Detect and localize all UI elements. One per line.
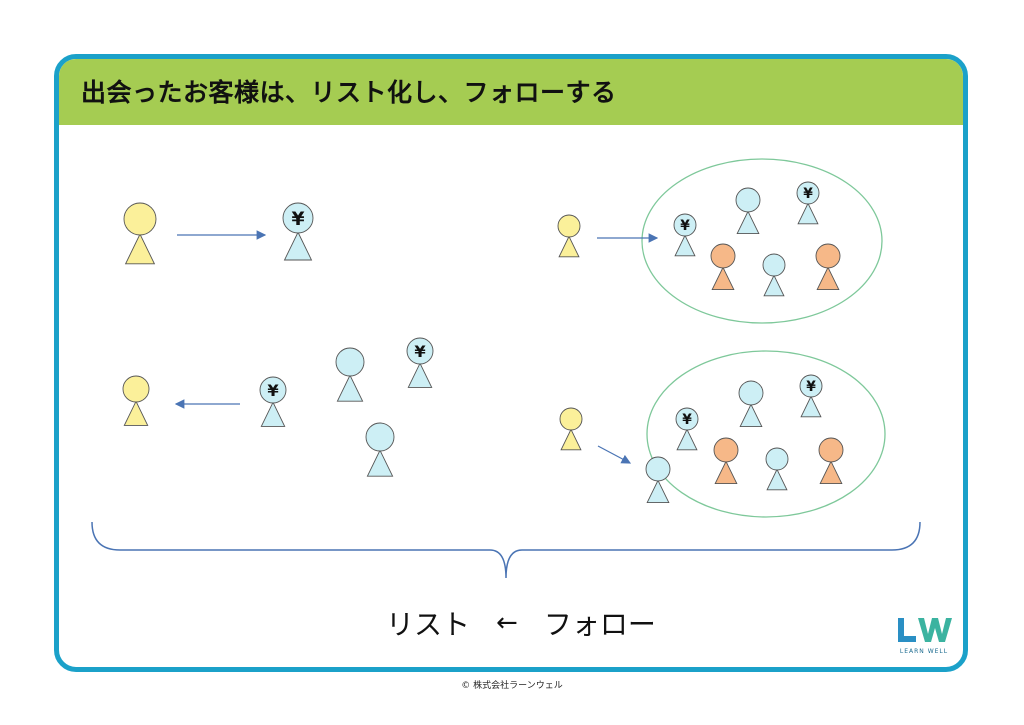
person-body-icon: [819, 460, 843, 485]
person-body-icon: [739, 403, 763, 428]
bracket-brace: [91, 521, 921, 579]
person-body-icon: [123, 400, 149, 426]
person-body-icon: [283, 231, 313, 261]
person-body-icon: [711, 266, 735, 291]
yen-icon: ¥: [806, 379, 816, 395]
customer-figure: [335, 347, 365, 402]
person-head-icon: [796, 181, 820, 205]
customer-figure: [365, 422, 395, 477]
person-head-icon: [282, 202, 314, 234]
paying-customer-figure: ¥: [673, 213, 697, 257]
customer-figure: [738, 380, 764, 428]
person-head-icon: [406, 337, 434, 365]
copyright: © 株式会社ラーンウェル: [461, 681, 563, 691]
followed-customer-figure: [815, 243, 841, 291]
paying-customer-figure: ¥: [799, 374, 823, 418]
person-body-icon: [560, 428, 582, 451]
person-head-icon: [365, 422, 395, 452]
customer-figure: [645, 456, 671, 504]
person-body-icon: [336, 374, 364, 402]
salesperson-figure: [122, 375, 150, 426]
learn-well-logo: LEARN WELL: [894, 614, 954, 656]
person-head-icon: [713, 437, 739, 463]
person-head-icon: [710, 243, 736, 269]
yen-icon: ¥: [291, 209, 304, 230]
person-body-icon: [124, 233, 156, 265]
person-body-icon: [558, 235, 580, 258]
salesperson-figure: [559, 407, 583, 451]
person-body-icon: [766, 468, 788, 491]
person-body-icon: [676, 428, 698, 451]
logo-mark-icon: [898, 618, 952, 642]
customer-figure: [765, 447, 789, 491]
person-body-icon: [407, 362, 433, 388]
left-arrow-icon: ←: [496, 608, 518, 638]
salesperson-figure: [557, 214, 581, 258]
paying-customer-figure: ¥: [259, 376, 287, 427]
person-head-icon: [818, 437, 844, 463]
person-body-icon: [260, 401, 286, 427]
person-head-icon: [738, 380, 764, 406]
person-head-icon: [259, 376, 287, 404]
customer-figure: [735, 187, 761, 235]
person-body-icon: [674, 234, 696, 257]
slide-frame: 出会ったお客様は、リスト化し、フォローする: [54, 54, 968, 672]
salesperson-figure: [123, 202, 157, 265]
yen-icon: ¥: [682, 412, 692, 428]
customer-figure: [762, 253, 786, 297]
followed-customer-figure: [713, 437, 739, 485]
person-head-icon: [122, 375, 150, 403]
person-head-icon: [123, 202, 157, 236]
bottom-caption: リスト ← フォロー: [386, 603, 656, 643]
yen-icon: ¥: [267, 381, 279, 400]
person-head-icon: [815, 243, 841, 269]
followed-customer-figure: [710, 243, 736, 291]
person-body-icon: [646, 479, 670, 504]
person-head-icon: [673, 213, 697, 237]
person-head-icon: [557, 214, 581, 238]
logo-text: LEARN WELL: [899, 648, 949, 655]
person-head-icon: [762, 253, 786, 277]
person-body-icon: [714, 460, 738, 485]
paying-customer-figure: ¥: [675, 407, 699, 451]
customer-list-oval-top: [641, 158, 883, 324]
person-body-icon: [800, 395, 822, 418]
person-head-icon: [735, 187, 761, 213]
people-layer: ¥ ¥ ¥ ¥ ¥ ¥ ¥: [122, 181, 844, 504]
followed-customer-figure: [818, 437, 844, 485]
person-head-icon: [675, 407, 699, 431]
caption-list: リスト: [386, 608, 471, 641]
person-body-icon: [797, 202, 819, 225]
person-head-icon: [765, 447, 789, 471]
person-body-icon: [763, 274, 785, 297]
person-head-icon: [799, 374, 823, 398]
customer-list-oval-bottom: [646, 350, 886, 518]
person-body-icon: [366, 449, 394, 477]
yen-icon: ¥: [414, 342, 426, 361]
arrow-to-list-bottom: [597, 445, 632, 464]
caption-follow: フォロー: [543, 608, 656, 641]
person-head-icon: [559, 407, 583, 431]
paying-customer-figure: ¥: [282, 202, 314, 261]
header-bar: 出会ったお客様は、リスト化し、フォローする: [59, 59, 963, 125]
person-body-icon: [736, 210, 760, 235]
yen-icon: ¥: [803, 186, 813, 202]
person-head-icon: [335, 347, 365, 377]
paying-customer-figure: ¥: [796, 181, 820, 225]
page-title: 出会ったお客様は、リスト化し、フォローする: [81, 78, 617, 107]
person-body-icon: [816, 266, 840, 291]
person-head-icon: [645, 456, 671, 482]
paying-customer-figure: ¥: [406, 337, 434, 388]
yen-icon: ¥: [680, 218, 690, 234]
